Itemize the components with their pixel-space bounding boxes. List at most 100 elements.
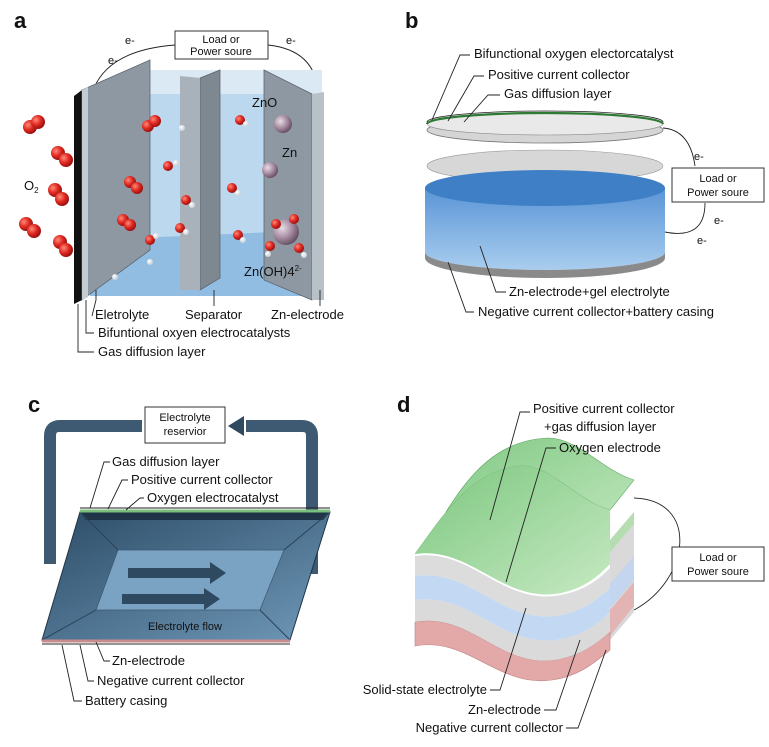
return-pipe-c bbox=[44, 420, 142, 564]
wire-b-bottom bbox=[664, 202, 706, 234]
label-catalyst-b: Bifunctional oxygen electorcatalyst bbox=[474, 46, 674, 61]
leader-neg-casing-b bbox=[447, 261, 474, 313]
label-separator-a: Separator bbox=[185, 307, 243, 322]
side-face-green-d bbox=[610, 512, 634, 552]
electrolyte-reservoir-c bbox=[144, 406, 226, 444]
label-pos-collector-c: Positive current collector bbox=[131, 472, 273, 487]
pos-collector-gdl-layer-d bbox=[415, 465, 610, 595]
leader-solid-electrolyte-d bbox=[490, 607, 527, 691]
leader-electrolyte-a bbox=[91, 290, 97, 317]
side-face-blue-d bbox=[610, 556, 634, 608]
leader-catalysts-a bbox=[85, 300, 94, 334]
label-zn-electrode-d: Zn-electrode bbox=[468, 702, 541, 717]
label-zn-electrode-a: Zn-electrode bbox=[271, 307, 344, 322]
leader-pos-collector-b bbox=[447, 75, 484, 122]
load-box-d-line2: Power soure bbox=[687, 566, 749, 578]
leader-zn-electrode-c bbox=[95, 641, 110, 662]
load-box-b-line2: Power soure bbox=[687, 187, 749, 199]
panel-d: d Load or Power soure Positive current c… bbox=[363, 392, 765, 735]
oxygen-electrode-layer-d bbox=[415, 575, 610, 641]
o2-molecule bbox=[19, 217, 41, 238]
panel-c-letter: c bbox=[28, 392, 40, 417]
leader-gdl-b bbox=[463, 94, 500, 123]
electron-a-3: e- bbox=[286, 35, 296, 47]
load-box-b-line1: Load or bbox=[699, 173, 737, 185]
electron-b-3: e- bbox=[697, 235, 707, 247]
hydroxide-ions bbox=[112, 115, 249, 280]
electrolyte-flow-label: Electrolyte flow bbox=[148, 621, 222, 633]
tray-bevels-c bbox=[41, 511, 331, 641]
leader-pos-gdl-d bbox=[489, 411, 530, 521]
tray-back-wall-c bbox=[80, 512, 330, 520]
label-neg-collector-d: Negative current collector bbox=[416, 720, 564, 735]
leader-neg-collector-d bbox=[566, 649, 607, 729]
flow-arrow-upper-c bbox=[128, 562, 226, 584]
zn-electrode-a-face bbox=[312, 92, 324, 300]
pos-collector-b bbox=[426, 110, 664, 123]
label-casing-c: Battery casing bbox=[85, 693, 167, 708]
electron-b-1: e- bbox=[694, 151, 704, 163]
leader-zn-electrode-d bbox=[544, 639, 581, 711]
catalyst-layer-b bbox=[425, 111, 665, 125]
label-pos-gdl-d-1: Positive current collector bbox=[533, 401, 675, 416]
gas-diffusion-layer-a bbox=[74, 90, 82, 304]
electron-a-1: e- bbox=[125, 35, 135, 47]
leader-neg-collector-c bbox=[79, 644, 94, 682]
o2-molecule bbox=[23, 115, 45, 134]
panel-d-letter: d bbox=[397, 392, 410, 417]
separator-a bbox=[199, 69, 221, 291]
leader-gdl-a bbox=[77, 304, 94, 353]
label-catalyst-c: Oxygen electrocatalyst bbox=[147, 490, 279, 505]
leader-gdl-c bbox=[89, 461, 110, 509]
label-zn-gel-b: Zn-electrode+gel electrolyte bbox=[509, 284, 670, 299]
load-box-b bbox=[671, 167, 765, 203]
zn-gel-top-b bbox=[425, 170, 665, 206]
wire-b-top bbox=[662, 127, 696, 167]
supply-pipe-c bbox=[246, 420, 318, 574]
label-zn-electrode-c: Zn-electrode bbox=[112, 653, 185, 668]
label-catalysts-a: Bifuntional oxyen electrocatalysts bbox=[98, 325, 291, 340]
separator-layer-d bbox=[415, 555, 610, 617]
panel-b: b Load or Power soure e- e- e- Bifunctio… bbox=[405, 8, 765, 319]
flow-arrow-lower-c bbox=[122, 588, 220, 610]
leader-oxygen-electrode-d bbox=[505, 447, 556, 583]
label-neg-collector-c: Negative current collector bbox=[97, 673, 245, 688]
load-box-d-line1: Load or bbox=[699, 552, 737, 564]
load-box-a-line2: Power soure bbox=[190, 46, 252, 58]
reservoir-line2: reservior bbox=[164, 426, 207, 438]
reservoir-line1: Electrolyte bbox=[159, 412, 210, 424]
zincate-label: Zn(OH)42- bbox=[244, 264, 302, 279]
zn-gel-cylinder-b bbox=[425, 188, 665, 270]
label-gdl-a: Gas diffusion layer bbox=[98, 344, 206, 359]
panel-b-letter: b bbox=[405, 8, 418, 33]
o2-molecule bbox=[48, 183, 69, 206]
panel-a: a Load or Power soure e- e- e- bbox=[14, 8, 344, 359]
wire-d bbox=[633, 497, 681, 611]
leader-casing-c bbox=[61, 644, 82, 702]
electron-a-2: e- bbox=[108, 55, 118, 67]
load-box-a bbox=[174, 30, 269, 60]
electrolyte-layer-d bbox=[415, 599, 610, 661]
label-electrolyte-a: Eletrolyte bbox=[95, 307, 149, 322]
label-pos-collector-b: Positive current collector bbox=[488, 67, 630, 82]
o2-label: O2 bbox=[24, 178, 39, 195]
zn-species bbox=[262, 115, 307, 258]
zno-label: ZnO bbox=[252, 95, 277, 110]
panel-a-letter: a bbox=[14, 8, 27, 33]
wire-a-left bbox=[93, 44, 176, 89]
neg-casing-b bbox=[425, 252, 665, 278]
label-neg-casing-b: Negative current collector+battery casin… bbox=[478, 304, 714, 319]
label-pos-gdl-d-2: +gas diffusion layer bbox=[544, 419, 657, 434]
leader-pos-collector-c bbox=[107, 479, 128, 510]
o2-molecule bbox=[51, 146, 73, 167]
label-solid-electrolyte-d: Solid-state electrolyte bbox=[363, 682, 487, 697]
label-oxygen-electrode-d: Oxygen electrode bbox=[559, 440, 661, 455]
electron-b-2: e- bbox=[714, 215, 724, 227]
separator-a-face bbox=[180, 76, 200, 290]
flow-direction-arrow-c bbox=[228, 416, 244, 436]
o2-molecule bbox=[53, 235, 73, 257]
leader-catalyst-c bbox=[125, 497, 144, 511]
load-box-a-line1: Load or bbox=[202, 34, 240, 46]
zn-label: Zn bbox=[282, 145, 297, 160]
label-gdl-c: Gas diffusion layer bbox=[112, 454, 220, 469]
